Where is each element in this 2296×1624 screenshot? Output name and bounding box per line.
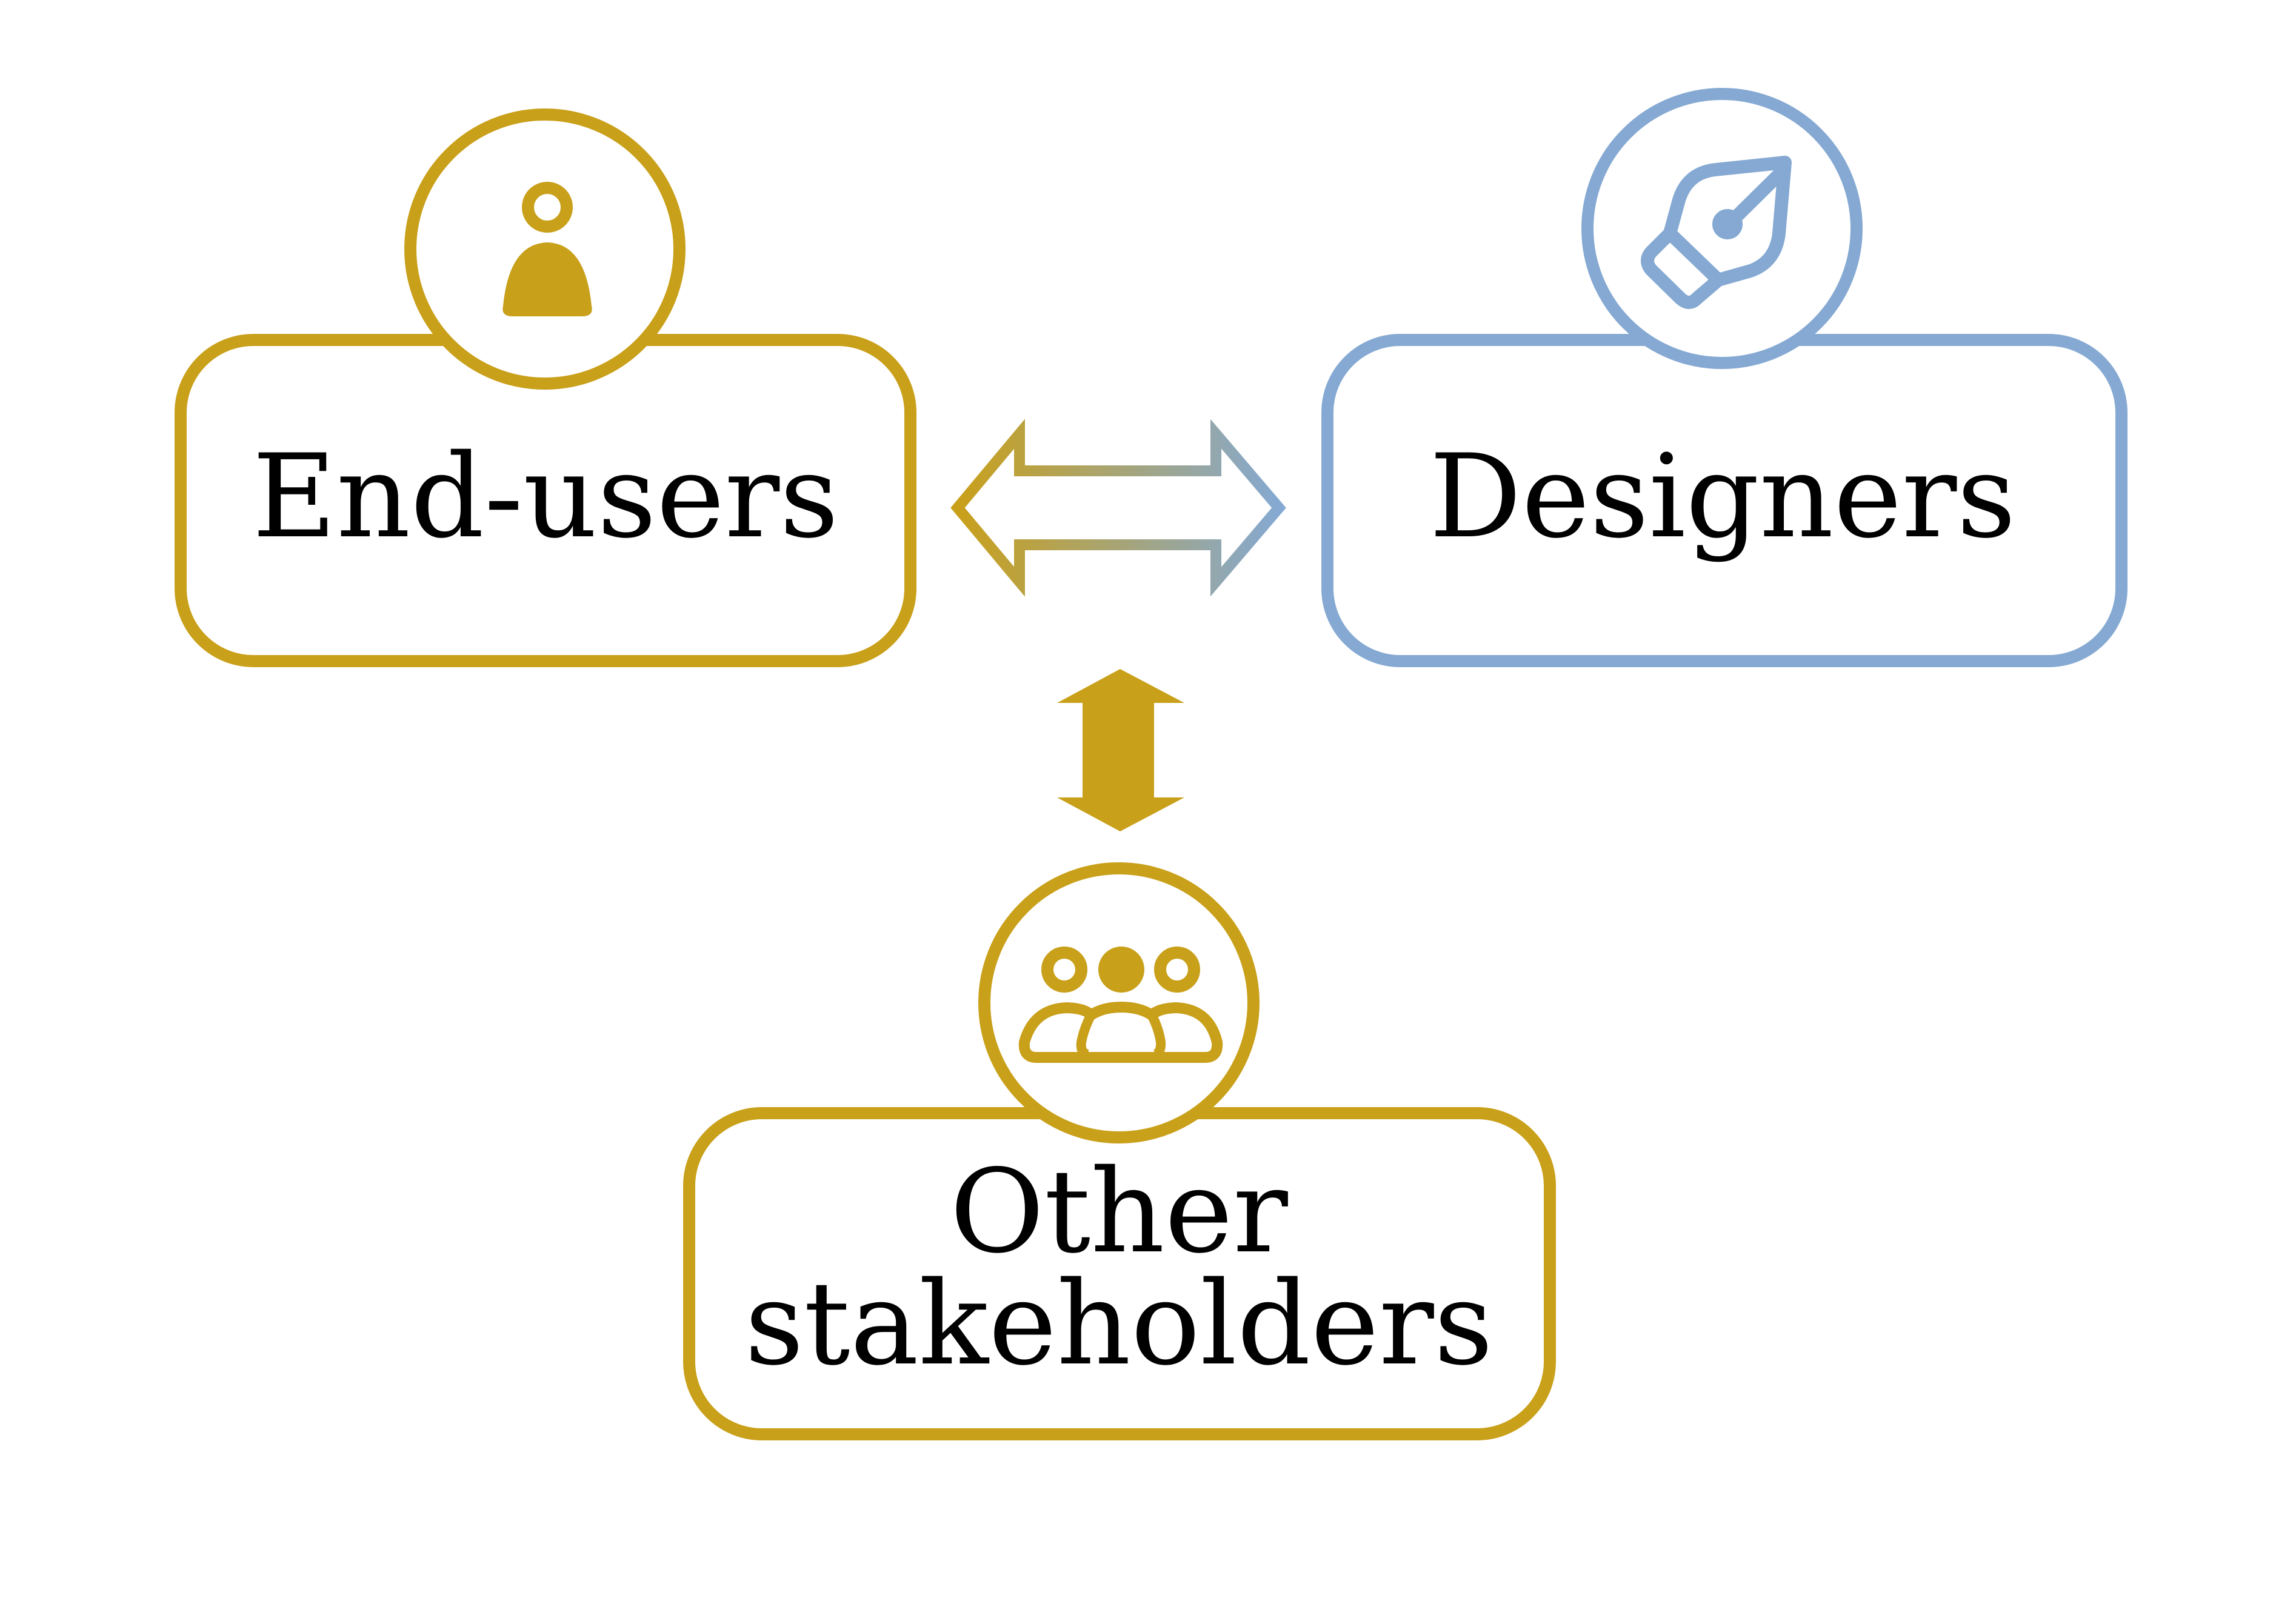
other-stakeholders-label-line1: Other [950, 1145, 1288, 1279]
node-end-users: End-users [175, 108, 916, 667]
bidirectional-arrow-vertical [1057, 669, 1184, 831]
pen-nib-icon [1641, 156, 1792, 309]
node-designers: Designers [1321, 88, 2127, 667]
group-icon [1018, 947, 1223, 1063]
designers-label: Designers [1429, 430, 2016, 564]
node-other-stakeholders: Other stakeholders [683, 862, 1556, 1440]
end-users-label: End-users [252, 430, 839, 564]
user-icon [502, 182, 592, 316]
other-stakeholders-label-line2: stakeholders [745, 1257, 1493, 1391]
bidirectional-arrow-horizontal [950, 419, 1286, 597]
